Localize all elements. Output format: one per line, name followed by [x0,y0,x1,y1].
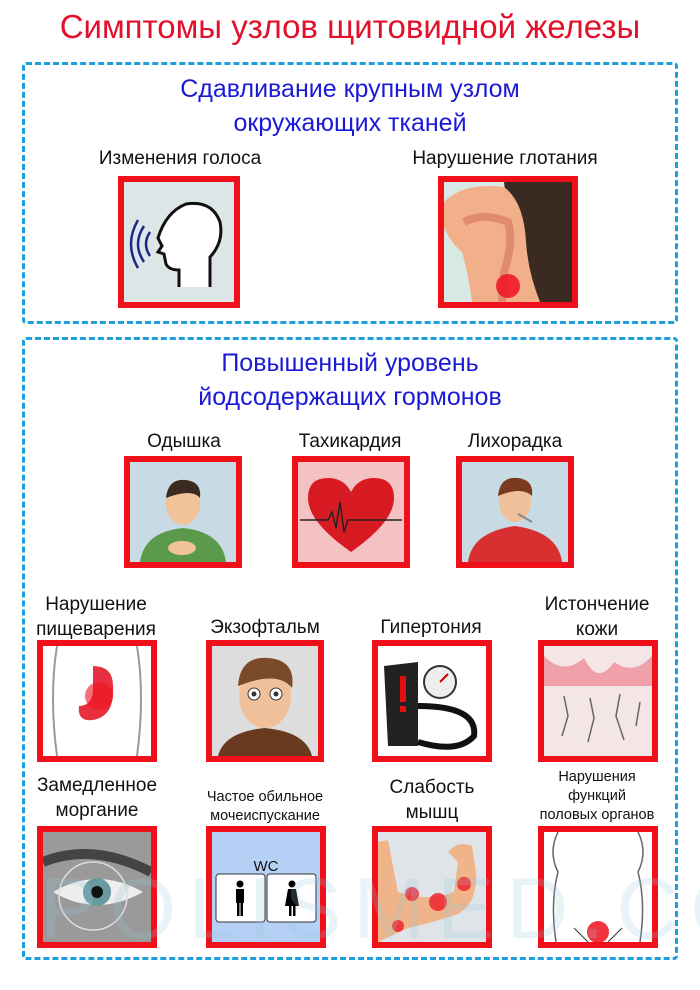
wc-text: WC [253,858,279,875]
fever-icon [456,456,574,568]
label-line: Нарушения [558,769,636,785]
muscle-arm-icon [372,826,492,948]
speaking-head-icon [118,176,240,308]
label-voice: Изменения голоса [98,148,262,169]
blood-pressure-monitor-icon [372,640,492,762]
label-exophthalmos: Экзофтальм [210,617,320,638]
label-line: Нарушение [45,594,147,615]
throat-icon [438,176,578,308]
section-compression-heading: Сдавливание крупным узлом окружающих тка… [0,72,700,140]
label-hypertension: Гипертония [380,617,482,638]
label-dyspnea: Одышка [147,431,221,452]
section-hormones-heading: Повышенный уровень йодсодержащих гормоно… [0,346,700,414]
pelvis-icon [538,826,658,948]
label-swallowing: Нарушение глотания [412,148,598,169]
label-reproductive: Нарушения функций половых органов [507,768,687,825]
label-line: моргание [55,800,139,821]
heading-line: йодсодержащих гормонов [198,383,502,411]
heading-line: окружающих тканей [233,109,467,137]
label-muscle-weakness: Слабость мышц [342,775,522,825]
shortness-of-breath-icon [124,456,242,568]
wc-icon: WC [206,826,326,948]
label-line: Слабость [389,777,475,798]
label-line: кожи [575,619,619,640]
label-line: функций [568,788,626,804]
label-tachycardia: Тахикардия [298,431,402,452]
label-line: Замедленное [36,775,158,796]
exophthalmos-face-icon [206,640,324,762]
skin-layers-icon [538,640,658,762]
heart-icon [292,456,410,568]
label-line: Истончение [544,594,650,615]
eye-icon [37,826,157,948]
label-skin-thinning: Истончение кожи [507,592,687,642]
label-line: мышц [405,802,459,823]
page-title: Симптомы узлов щитовидной железы [59,8,641,45]
label-fever: Лихорадка [467,431,563,452]
section-compression [22,62,678,324]
stomach-icon [37,640,157,762]
label-line: пищеварения [36,619,156,640]
label-slow-blinking: Замедленное моргание [7,773,187,823]
label-line: половых органов [539,807,655,823]
label-line: Частое обильное [206,789,324,805]
label-line: мочеиспускание [210,808,320,824]
label-frequent-urination: Частое обильное мочеиспускание [175,788,355,826]
section-hormones [22,337,678,960]
label-digestion: Нарушение пищеварения [6,592,186,642]
heading-line: Сдавливание крупным узлом [180,75,520,103]
heading-line: Повышенный уровень [221,349,479,377]
